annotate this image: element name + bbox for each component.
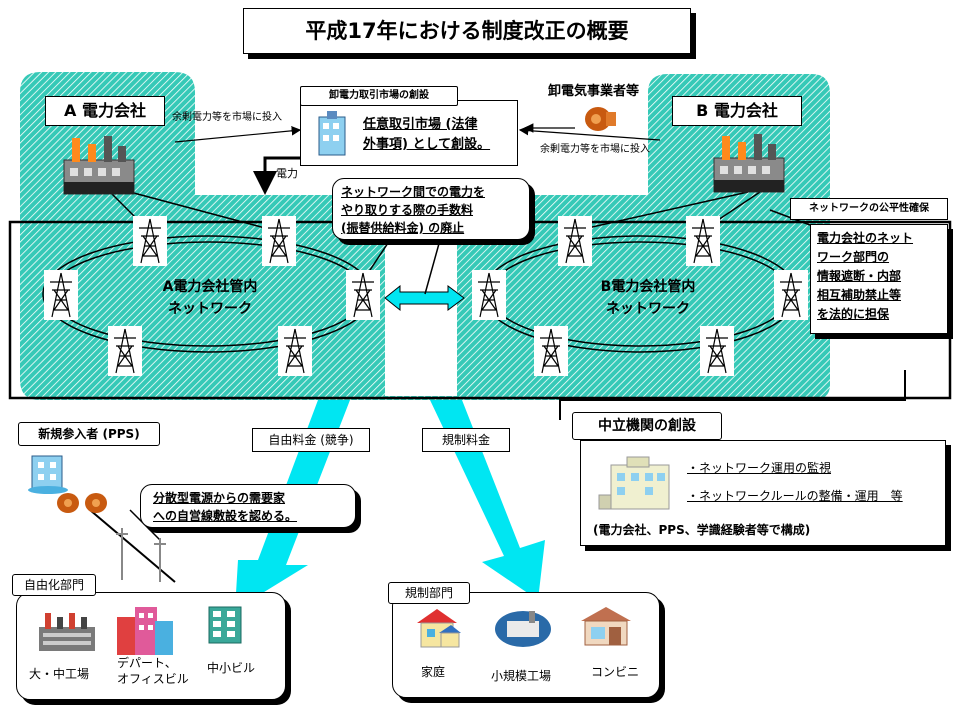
wholesale-label: 卸電気事業者等 (548, 84, 640, 99)
liberalized-item: デパート、 オフィスビル (117, 656, 189, 686)
fairness-box: 電力会社のネット ワーク部門の 情報遮断・内部 相互補助禁止等 を法的に担保 (810, 224, 948, 334)
generator-icon (57, 493, 107, 513)
regulated-item: 小規模工場 (491, 669, 552, 683)
surplus-b-label: 余剰電力等を市場に投入 (540, 144, 650, 155)
distributed-line2: への自営線敷設を認める。 (153, 509, 298, 523)
transmission-tower-icon (262, 216, 296, 266)
neutral-note: (電力会社、PPS、学識経験者等で構成) (593, 523, 811, 537)
fairness-tab: ネットワークの公平性確保 (790, 198, 948, 220)
regulated-item: コンビニ (591, 665, 640, 679)
transmission-tower-icon (686, 216, 720, 266)
fairness-line2: ワーク部門の (817, 250, 890, 264)
transmission-tower-icon (108, 326, 142, 376)
building-icon (28, 455, 68, 494)
fairness-line5: を法的に担保 (817, 307, 890, 321)
transmission-tower-icon (346, 270, 380, 320)
liberalized-tab: 自由化部門 (12, 574, 96, 596)
transmission-tower-icon (700, 326, 734, 376)
distributed-line1: 分散型電源からの需要家 (153, 491, 286, 505)
power-label: 電力 (276, 167, 298, 180)
building-icon (318, 111, 346, 156)
fee-line2: やり取りする際の手数料 (341, 203, 474, 217)
market-box: 任意取引市場 (法律 外事項) として創設。 (300, 100, 518, 166)
transmission-tower-icon (774, 270, 808, 320)
fairness-line4: 相互補助禁止等 (817, 288, 902, 302)
fee-line3: (振替供給料金) の廃止 (341, 221, 465, 235)
neutral-item2: ・ネットワークルールの整備・運用 等 (687, 489, 903, 503)
transmission-tower-icon (44, 270, 78, 320)
factory-icon (713, 134, 785, 193)
network-a-label: A電力会社管内 ネットワーク (140, 276, 280, 320)
regulated-tab: 規制部門 (388, 582, 470, 604)
market-line1: 任意取引市場 (法律 (363, 117, 478, 132)
regulated-item: 家庭 (421, 665, 446, 679)
building-icon (598, 456, 670, 510)
transmission-tower-icon (133, 216, 167, 266)
transmission-tower-icon (278, 326, 312, 376)
company-a-label: A 電力会社 (45, 96, 165, 126)
factory-icon (63, 136, 135, 195)
market-tab: 卸電力取引市場の創設 (300, 86, 458, 106)
transmission-tower-icon (558, 216, 592, 266)
utility-pole-icon (116, 528, 166, 582)
factory-icon (39, 613, 95, 651)
factory-icon (495, 611, 551, 647)
building-icon (117, 607, 173, 655)
neutral-tab: 中立機関の創設 (572, 412, 722, 440)
transmission-tower-icon (472, 270, 506, 320)
fee-line1: ネットワーク間での電力を (341, 185, 486, 199)
company-b-label: B 電力会社 (672, 96, 802, 126)
interconnection-arrow (384, 284, 465, 312)
building-icon (208, 606, 242, 644)
regulated-rate-label: 規制料金 (422, 428, 510, 452)
market-line2: 外事項) として創設。 (363, 137, 491, 152)
liberalized-box: 大・中工場 デパート、 オフィスビル 中小ビル (16, 592, 286, 700)
transmission-tower-icon (534, 326, 568, 376)
distributed-callout: 分散型電源からの需要家 への自営線敷設を認める。 (140, 484, 356, 528)
surplus-a-label: 余剰電力等を市場に投入 (172, 112, 282, 123)
fairness-line3: 情報遮断・内部 (817, 269, 902, 283)
network-a-line1: A電力会社管内 (162, 279, 258, 295)
network-b-line1: B電力会社管内 (600, 279, 696, 295)
network-b-line2: ネットワーク (606, 301, 690, 317)
regulated-box: 家庭 小規模工場 コンビニ (392, 592, 660, 698)
page-title: 平成17年における制度改正の概要 (243, 8, 691, 54)
fee-callout: ネットワーク間での電力を やり取りする際の手数料 (振替供給料金) の廃止 (332, 178, 530, 240)
generator-icon (585, 107, 616, 131)
liberalized-item: 大・中工場 (29, 667, 90, 681)
fairness-line1: 電力会社のネット (817, 231, 914, 245)
pps-label: 新規参入者 (PPS) (18, 422, 160, 446)
neutral-item1: ・ネットワーク運用の監視 (687, 461, 832, 475)
liberalized-item: 中小ビル (207, 661, 256, 675)
network-b-label: B電力会社管内 ネットワーク (578, 276, 718, 320)
store-icon (581, 607, 631, 646)
free-rate-label: 自由料金 (競争) (252, 428, 370, 452)
neutral-box: ・ネットワーク運用の監視 ・ネットワークルールの整備・運用 等 (電力会社、PP… (580, 440, 946, 546)
network-a-line2: ネットワーク (168, 301, 252, 317)
house-icon (417, 609, 461, 648)
